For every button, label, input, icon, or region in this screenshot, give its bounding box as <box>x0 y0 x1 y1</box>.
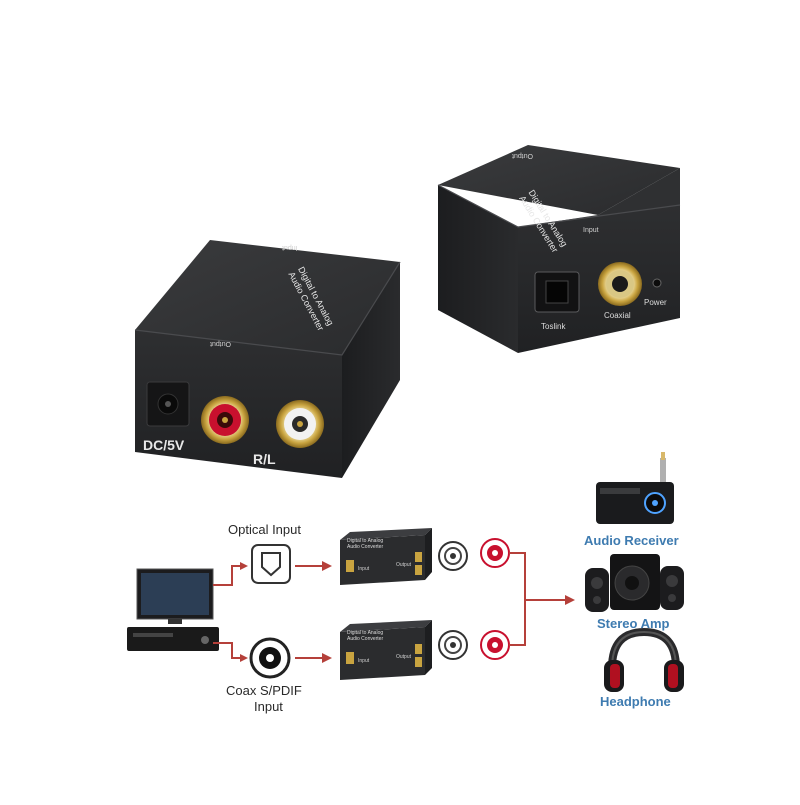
mini-bottom-title-line1: Digital to Analog <box>347 630 384 636</box>
headphone-icon <box>604 627 684 692</box>
output-label-audio-receiver: Audio Receiver <box>584 533 679 548</box>
optical-input-icon <box>251 544 291 584</box>
rca-red-jack <box>201 396 249 444</box>
mini-top-input-label: Input <box>358 566 370 572</box>
coax-input-icon <box>249 637 291 679</box>
power-port-label: Power <box>644 298 667 307</box>
coax-input-label-line1: Coax S/PDIF <box>226 683 302 698</box>
coax-input-label-line2: Input <box>254 699 283 714</box>
mini-converter-bottom <box>340 620 432 680</box>
coaxial-port-label: Coaxial <box>604 311 631 320</box>
dc-port-label: DC/5V <box>143 437 185 453</box>
output-label-headphone: Headphone <box>600 694 671 709</box>
mini-top-title-line2: Audio Converter <box>347 544 384 550</box>
rca-output-top <box>438 538 510 571</box>
front-converter-unit <box>134 240 401 478</box>
power-led <box>652 278 662 288</box>
mini-top-output-label: Output <box>396 562 412 568</box>
mini-bottom-title: Digital to Analog Audio Converter <box>347 630 383 642</box>
mini-converter-top <box>340 528 432 585</box>
back-top-input-label: Input <box>583 227 599 234</box>
rca-output-bottom <box>438 630 510 660</box>
toslink-port <box>534 271 580 313</box>
front-top-input-label: Input <box>282 244 298 251</box>
toslink-port-label: Toslink <box>541 322 566 331</box>
mini-bottom-input-label: Input <box>358 658 370 664</box>
mini-bottom-title-line2: Audio Converter <box>347 636 384 642</box>
coaxial-port <box>598 262 642 306</box>
audio-receiver-icon <box>596 452 674 524</box>
output-label-stereo-amp: Stereo Amp <box>597 616 670 631</box>
mini-bottom-output-label: Output <box>396 654 412 660</box>
front-top-output-label: Output <box>210 340 232 347</box>
mini-top-title-line1: Digital to Analog <box>347 538 384 544</box>
stereo-amp-icon <box>585 554 684 612</box>
mini-top-title: Digital to Analog Audio Converter <box>347 538 383 550</box>
optical-input-label: Optical Input <box>228 522 301 537</box>
rca-white-jack <box>276 400 324 448</box>
back-converter-unit <box>437 145 681 353</box>
rl-port-label: R/L <box>253 451 276 467</box>
tv-source-icon <box>127 568 219 651</box>
back-top-output-label: Output <box>512 152 534 159</box>
